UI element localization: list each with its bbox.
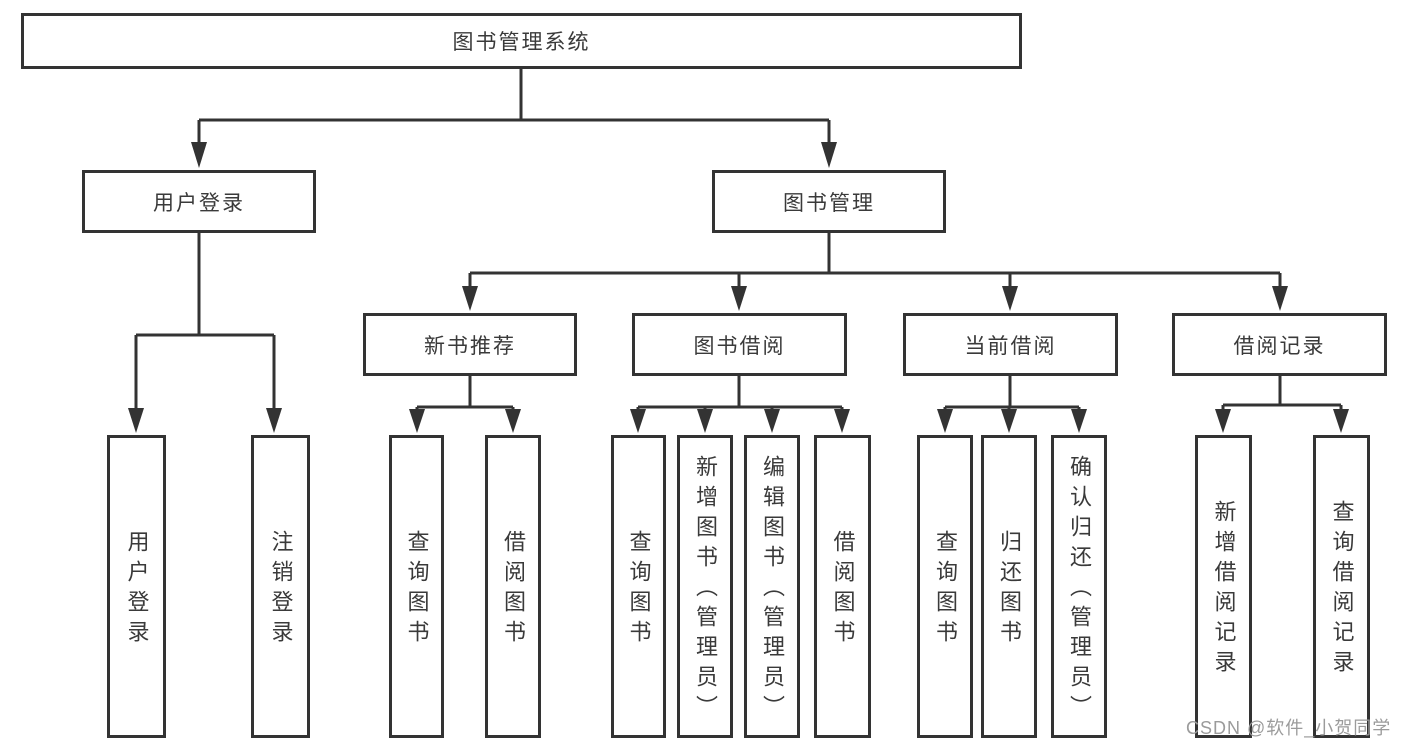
arrowhead	[731, 286, 747, 311]
arrowhead	[630, 409, 646, 433]
arrowhead	[1215, 409, 1231, 433]
connector-borrow-records	[1221, 376, 1343, 412]
leaf-add-book: 新增图书（管理员）	[677, 435, 733, 738]
node-book-borrow: 图书借阅	[632, 313, 847, 376]
arrowhead	[1333, 409, 1349, 433]
leaf-return-book: 归还图书	[981, 435, 1037, 738]
connector-user-login	[134, 233, 276, 412]
connector-current-borrow	[943, 376, 1081, 412]
arrowhead	[191, 142, 207, 168]
arrowhead	[1002, 286, 1018, 311]
connector-book-borrow	[636, 376, 844, 412]
leaf-query-book-2: 查询图书	[611, 435, 666, 738]
node-current-borrow: 当前借阅	[903, 313, 1118, 376]
leaf-query-record: 查询借阅记录	[1313, 435, 1370, 738]
leaf-query-book-1: 查询图书	[389, 435, 444, 738]
connector-root	[197, 67, 831, 147]
leaf-borrow-book-1: 借阅图书	[485, 435, 541, 738]
arrowhead	[266, 408, 282, 433]
node-user-login: 用户登录	[82, 170, 316, 233]
leaf-edit-book: 编辑图书（管理员）	[744, 435, 800, 738]
arrowhead	[128, 408, 144, 433]
connector-book-management	[468, 233, 1282, 290]
node-borrow-records: 借阅记录	[1172, 313, 1387, 376]
leaf-add-record: 新增借阅记录	[1195, 435, 1252, 738]
arrowhead	[834, 409, 850, 433]
arrowhead	[1272, 286, 1288, 311]
connector-new-book	[415, 376, 515, 412]
arrowhead	[505, 409, 521, 433]
leaf-borrow-book-2: 借阅图书	[814, 435, 871, 738]
leaf-query-book-3: 查询图书	[917, 435, 973, 738]
arrowhead	[937, 409, 953, 433]
arrowhead	[1071, 409, 1087, 433]
arrowhead	[821, 142, 837, 168]
arrowhead	[409, 409, 425, 433]
arrowhead	[697, 409, 713, 433]
leaf-logout: 注销登录	[251, 435, 310, 738]
csdn-watermark: CSDN @软件_小贺同学	[1186, 718, 1392, 738]
leaf-confirm-return: 确认归还（管理员）	[1051, 435, 1107, 738]
node-root: 图书管理系统	[21, 13, 1022, 69]
leaf-user-login: 用户登录	[107, 435, 166, 738]
node-new-book-recommend: 新书推荐	[363, 313, 577, 376]
arrowhead	[764, 409, 780, 433]
node-book-management: 图书管理	[712, 170, 946, 233]
arrowhead	[462, 286, 478, 311]
arrowhead	[1001, 409, 1017, 433]
